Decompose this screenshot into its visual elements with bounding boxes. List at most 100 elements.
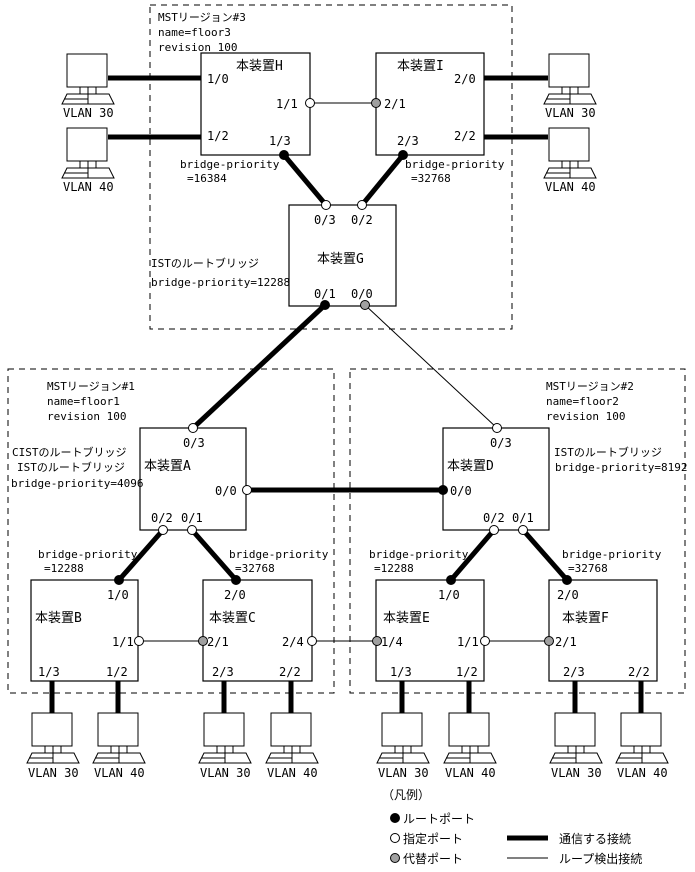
device-f-box[interactable] [548, 579, 658, 682]
device-b-box[interactable] [30, 579, 139, 682]
legend: （凡例） ルートポート 指定ポート 代替ポート 通信する接続 ループ検出接続 [382, 788, 642, 866]
port-b-1-0-root-marker [114, 575, 124, 585]
terminal-b-vlan30: VLAN 30 [26, 712, 80, 780]
device-d-box[interactable] [442, 427, 550, 531]
port-d-0-3-designated-marker [492, 423, 502, 433]
legend-alternate-port-icon [390, 853, 400, 863]
region-1-title: MSTリージョン#1 [47, 380, 135, 393]
pc-monitor-icon [66, 53, 108, 88]
link-g-a [191, 303, 327, 430]
legend-designated-port-icon [390, 833, 400, 843]
device-g-note-priority: bridge-priority=12288 [151, 276, 290, 289]
pc-keyboard-icon [615, 746, 669, 764]
port-h-1-3-root-marker [279, 150, 289, 160]
device-f[interactable]: 2/0 本装置F 2/1 2/3 2/2 [548, 579, 658, 682]
device-f-port-2-3: 2/3 [563, 665, 585, 679]
device-c[interactable]: 2/0 本装置C 2/1 2/4 2/3 2/2 [202, 579, 313, 682]
pc-monitor-icon [548, 53, 590, 88]
device-g[interactable]: 0/3 0/2 本装置G 0/1 0/0 [288, 204, 397, 307]
device-i-box[interactable] [375, 52, 485, 156]
device-a-box[interactable] [139, 427, 247, 531]
port-a-0-0-designated-marker [242, 485, 252, 495]
link-g-d-loop [364, 304, 498, 429]
pc-keyboard-icon [198, 746, 252, 764]
legend-loop-link-label: ループ検出接続 [559, 851, 642, 866]
device-e-priority-value: =12288 [374, 562, 414, 575]
device-a[interactable]: 0/3 本装置A 0/0 0/2 0/1 [139, 427, 247, 531]
device-i[interactable]: 本装置I 2/0 2/1 2/2 2/3 [375, 52, 485, 156]
device-e-port-1-2: 1/2 [456, 665, 478, 679]
device-h[interactable]: 本装置H 1/0 1/1 1/2 1/3 [200, 52, 311, 156]
port-e-1-0-root-marker [446, 575, 456, 585]
device-g-port-0-2: 0/2 [351, 213, 373, 227]
pc-keyboard-icon [549, 746, 603, 764]
device-c-box[interactable] [202, 579, 313, 682]
device-d[interactable]: 0/3 本装置D 0/0 0/2 0/1 [442, 427, 550, 531]
device-c-port-2-3: 2/3 [212, 665, 234, 679]
terminal-h-vlan30: VLAN 30 [61, 53, 115, 120]
device-g-box[interactable] [288, 204, 397, 307]
device-b-port-1-3: 1/3 [38, 665, 60, 679]
port-c-2-1-alternate-marker [198, 636, 208, 646]
device-b-priority-value: =12288 [44, 562, 84, 575]
terminal-c-vlan40: VLAN 40 [265, 712, 319, 780]
pc-monitor-icon [548, 127, 590, 162]
legend-active-link-label: 通信する接続 [559, 831, 631, 846]
device-h-box[interactable] [200, 52, 311, 156]
device-a-note-cist-root: CISTのルートブリッジ [12, 445, 127, 459]
port-d-0-0-root-marker [438, 485, 448, 495]
pc-keyboard-icon [265, 746, 319, 764]
device-i-port-2-0: 2/0 [454, 72, 476, 86]
port-e-1-4-alternate-marker [372, 636, 382, 646]
terminal-c-vlan30: VLAN 30 [198, 712, 252, 780]
device-h-port-1-2: 1/2 [207, 129, 229, 143]
device-b-port-1-1: 1/1 [112, 635, 134, 649]
pc-keyboard-icon [61, 161, 115, 179]
device-h-port-1-3: 1/3 [269, 134, 291, 148]
device-b[interactable]: 1/0 本装置B 1/1 1/3 1/2 [30, 579, 139, 682]
link-a-b [117, 528, 165, 582]
device-e-port-1-0: 1/0 [438, 588, 460, 602]
region-3-boundary [149, 4, 513, 330]
device-f-port-2-2: 2/2 [628, 665, 650, 679]
device-c-label: 本装置C [209, 611, 256, 626]
device-a-port-0-0: 0/0 [215, 484, 237, 498]
terminal-vlan-label: VLAN 30 [551, 766, 602, 780]
device-g-port-0-1: 0/1 [314, 287, 336, 301]
port-b-1-1-designated-marker [134, 636, 144, 646]
pc-keyboard-icon [26, 746, 80, 764]
device-e-label: 本装置E [383, 611, 430, 626]
device-g-port-0-0: 0/0 [351, 287, 373, 301]
device-b-priority-label: bridge-priority [38, 548, 138, 561]
device-c-port-2-2: 2/2 [279, 665, 301, 679]
region-3-label: MSTリージョン#3 name=floor3 revision 100 [158, 11, 246, 54]
region-1-revision: revision 100 [47, 410, 126, 423]
port-markers [114, 98, 572, 646]
device-i-port-2-3: 2/3 [397, 134, 419, 148]
device-i-port-2-1: 2/1 [384, 97, 406, 111]
pc-monitor-icon [448, 712, 490, 747]
terminal-vlan-label: VLAN 40 [63, 180, 114, 194]
terminal-vlan-label: VLAN 30 [378, 766, 429, 780]
link-d-e [449, 528, 496, 582]
device-f-port-2-0: 2/0 [557, 588, 579, 602]
device-a-note-priority: bridge-priority=4096 [11, 477, 143, 490]
region-1-label: MSTリージョン#1 name=floor1 revision 100 [47, 380, 135, 423]
device-e-box[interactable] [375, 579, 485, 682]
device-f-port-2-1: 2/1 [555, 635, 577, 649]
device-i-port-2-2: 2/2 [454, 129, 476, 143]
pc-monitor-icon [620, 712, 662, 747]
device-i-priority-label: bridge-priority [405, 158, 505, 171]
device-b-port-1-0: 1/0 [107, 588, 129, 602]
port-d-0-2-designated-marker [489, 525, 499, 535]
terminal-vlan-label: VLAN 30 [63, 106, 114, 120]
pc-keyboard-icon [543, 87, 597, 105]
port-g-0-1-root-marker [320, 300, 330, 310]
device-d-note-ist-root: ISTのルートブリッジ [554, 445, 662, 459]
pc-keyboard-icon [443, 746, 497, 764]
device-e[interactable]: 1/0 本装置E 1/4 1/1 1/3 1/2 [375, 579, 485, 682]
region-2-title: MSTリージョン#2 [546, 380, 634, 393]
port-a-0-3-designated-marker [188, 423, 198, 433]
device-f-priority-value: =32768 [568, 562, 608, 575]
